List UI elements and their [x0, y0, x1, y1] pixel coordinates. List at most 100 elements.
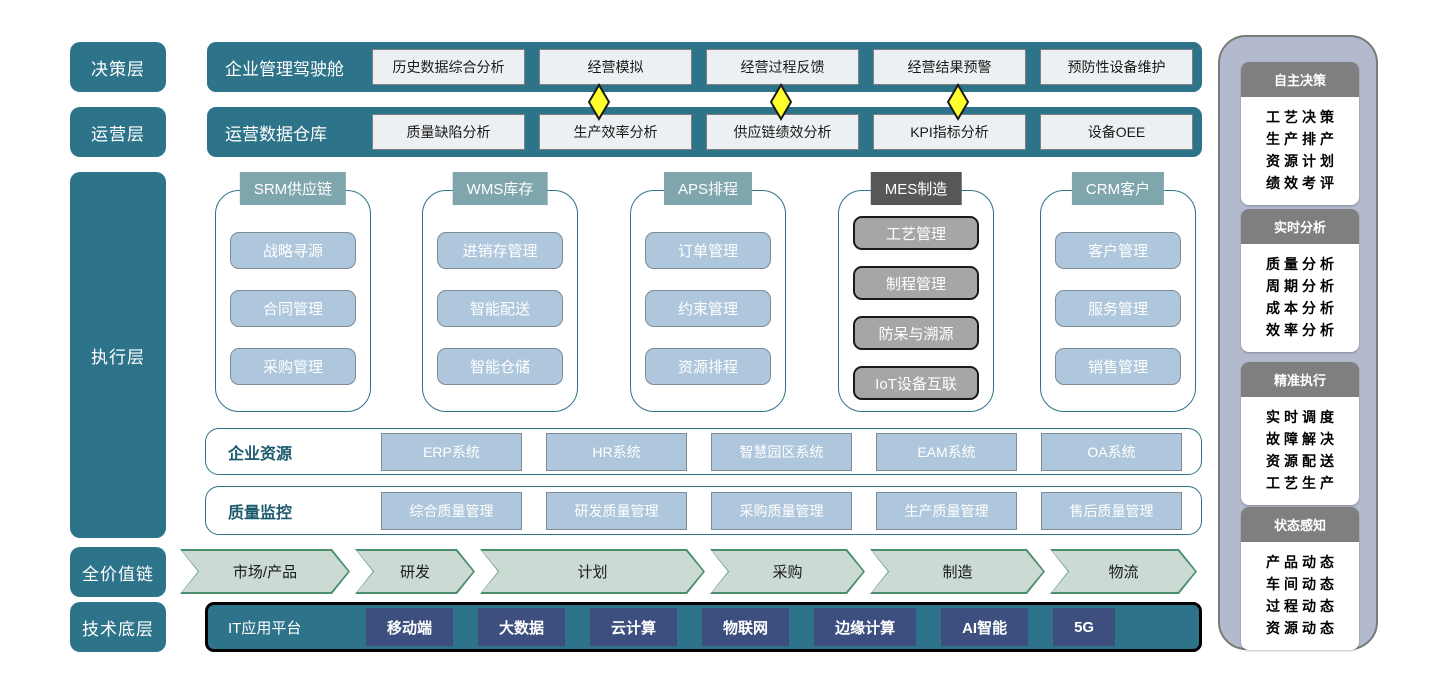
decision-item: 经营模拟	[539, 49, 692, 85]
value-chain-step-label: 研发	[357, 551, 473, 592]
tech-chip: 移动端	[366, 608, 454, 646]
operation-item: 质量缺陷分析	[372, 114, 525, 150]
technology-platform-title: IT应用平台	[228, 619, 302, 637]
connector-diamond-icon	[587, 83, 611, 126]
value-chain-step-label: 计划	[482, 551, 703, 592]
tech-chip: 物联网	[702, 608, 790, 646]
quality-module-box: 采购质量管理	[711, 491, 852, 530]
sidebar-panel-precise-execution: 精准执行 实时调度故障解决资源配送工艺生产	[1241, 362, 1359, 505]
execution-column-srm: SRM供应链 战略寻源合同管理采购管理	[215, 172, 371, 412]
sidebar-panel-autonomous-decision: 自主决策 工艺决策生产排产资源计划绩效考评	[1241, 62, 1359, 205]
sidebar-panel-realtime-analysis: 实时分析 质量分析周期分析成本分析效率分析	[1241, 209, 1359, 352]
capability-line: 周期分析	[1266, 278, 1338, 294]
capability-line: 绩效考评	[1266, 175, 1338, 191]
tech-chip: 边缘计算	[814, 608, 917, 646]
operation-item: 生产效率分析	[539, 114, 692, 150]
module-box: 客户管理	[1055, 232, 1181, 269]
column-header-mes: MES制造	[870, 172, 962, 205]
value-chain-step-label: 采购	[712, 551, 863, 592]
value-chain-step: 市场/产品	[180, 549, 350, 594]
value-chain-step: 计划	[480, 549, 705, 594]
capability-sidebar: 自主决策 工艺决策生产排产资源计划绩效考评 实时分析 质量分析周期分析成本分析效…	[1218, 35, 1378, 650]
operation-item: KPI指标分析	[873, 114, 1026, 150]
value-chain-step: 采购	[710, 549, 865, 594]
enterprise-system-box: ERP系统	[381, 432, 522, 471]
technology-platform-bar: IT应用平台 移动端大数据云计算物联网边缘计算 AI智能 5G	[205, 602, 1202, 652]
module-box: 资源排程	[645, 348, 771, 385]
module-box: 制程管理	[853, 266, 979, 300]
quality-module-box: 研发质量管理	[546, 491, 687, 530]
execution-column-aps: APS排程 订单管理约束管理资源排程	[630, 172, 786, 412]
decision-item: 预防性设备维护	[1040, 49, 1193, 85]
module-box: IoT设备互联	[853, 366, 979, 400]
value-chain-step-label: 制造	[872, 551, 1043, 592]
quality-monitoring-items: 综合质量管理研发质量管理采购质量管理生产质量管理售后质量管理	[381, 491, 1182, 530]
module-box: 采购管理	[230, 348, 356, 385]
technology-chips: 移动端大数据云计算物联网边缘计算 AI智能 5G	[366, 608, 1116, 646]
column-header-crm: CRM客户	[1071, 172, 1165, 205]
operation-bar-title: 运营数据仓库	[225, 124, 327, 144]
connector-diamond-icon	[769, 83, 793, 126]
module-box: 智能配送	[437, 290, 563, 327]
capability-line: 工艺生产	[1266, 475, 1338, 491]
enterprise-resources-row: 企业资源 ERP系统 HR系统智慧园区系统 EAM系统 OA系统	[205, 428, 1202, 475]
column-header-srm: SRM供应链	[239, 172, 347, 205]
module-box: 智能仓储	[437, 348, 563, 385]
layer-label-operation: 运营层	[70, 107, 166, 157]
module-box: 订单管理	[645, 232, 771, 269]
layer-label-technology: 技术底层	[70, 602, 166, 652]
operation-bar-items: 质量缺陷分析生产效率分析供应链绩效分析 KPI指标分析设备OEE	[372, 114, 1193, 150]
operation-bar: 运营数据仓库 质量缺陷分析生产效率分析供应链绩效分析 KPI指标分析设备OEE	[207, 107, 1202, 157]
tech-chip: 云计算	[590, 608, 678, 646]
quality-module-box: 生产质量管理	[876, 491, 1017, 530]
decision-item: 经营结果预警	[873, 49, 1026, 85]
module-box: 防呆与溯源	[853, 316, 979, 350]
decision-item: 历史数据综合分析	[372, 49, 525, 85]
capability-line: 资源动态	[1266, 620, 1338, 636]
connector-diamond-icon	[946, 83, 970, 126]
quality-module-box: 综合质量管理	[381, 491, 522, 530]
tech-chip: AI智能	[941, 608, 1029, 646]
enterprise-resources-title: 企业资源	[228, 445, 293, 463]
module-box: 销售管理	[1055, 348, 1181, 385]
value-chain-step-label: 市场/产品	[182, 551, 348, 592]
value-chain-step: 制造	[870, 549, 1045, 594]
capability-line: 质量分析	[1266, 256, 1338, 272]
decision-bar-title: 企业管理驾驶舱	[225, 59, 344, 79]
value-chain-band: 市场/产品研发计划采购制造物流	[180, 549, 1197, 594]
capability-line: 故障解决	[1266, 431, 1338, 447]
tech-chip: 5G	[1053, 608, 1116, 646]
value-chain-step-label: 物流	[1052, 551, 1195, 592]
quality-module-box: 售后质量管理	[1041, 491, 1182, 530]
panel-title: 精准执行	[1241, 362, 1359, 397]
capability-line: 过程动态	[1266, 598, 1338, 614]
capability-line: 生产排产	[1266, 131, 1338, 147]
enterprise-system-box: 智慧园区系统	[711, 432, 852, 471]
panel-title: 实时分析	[1241, 209, 1359, 244]
capability-line: 资源配送	[1266, 453, 1338, 469]
enterprise-system-box: OA系统	[1041, 432, 1182, 471]
capability-line: 工艺决策	[1266, 109, 1338, 125]
execution-column-wms: WMS库存 进销存管理智能配送智能仓储	[422, 172, 578, 412]
capability-line: 车间动态	[1266, 576, 1338, 592]
module-box: 工艺管理	[853, 216, 979, 250]
enterprise-system-box: HR系统	[546, 432, 687, 471]
value-chain-step: 物流	[1050, 549, 1197, 594]
module-box: 合同管理	[230, 290, 356, 327]
tech-chip: 大数据	[478, 608, 566, 646]
layer-label-value-chain: 全价值链	[70, 547, 166, 597]
operation-item: 设备OEE	[1040, 114, 1193, 150]
layer-label-decision: 决策层	[70, 42, 166, 92]
operation-item: 供应链绩效分析	[706, 114, 859, 150]
capability-line: 实时调度	[1266, 409, 1338, 425]
module-box: 服务管理	[1055, 290, 1181, 327]
decision-item: 经营过程反馈	[706, 49, 859, 85]
enterprise-resources-items: ERP系统 HR系统智慧园区系统 EAM系统 OA系统	[381, 432, 1182, 471]
panel-title: 自主决策	[1241, 62, 1359, 97]
module-box: 战略寻源	[230, 232, 356, 269]
module-box: 约束管理	[645, 290, 771, 327]
enterprise-system-box: EAM系统	[876, 432, 1017, 471]
capability-line: 资源计划	[1266, 153, 1338, 169]
sidebar-panel-status-sensing: 状态感知 产品动态车间动态过程动态资源动态	[1241, 507, 1359, 650]
